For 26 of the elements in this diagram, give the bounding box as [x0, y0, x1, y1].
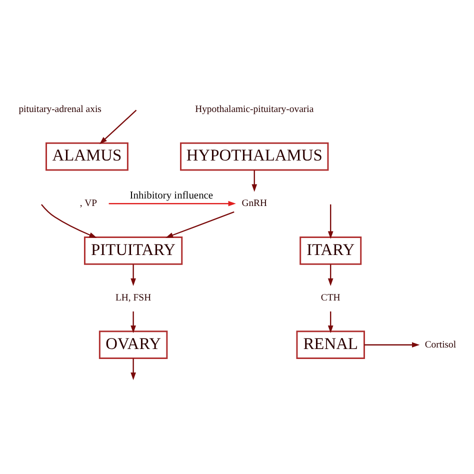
arrow	[130, 358, 136, 380]
node-text: LH, FSH	[116, 292, 152, 303]
edge-label: Inhibitory influence	[130, 190, 214, 202]
node-text: Cortisol	[424, 338, 456, 350]
arrow	[328, 204, 334, 238]
arrow	[328, 310, 334, 333]
arrow	[108, 200, 236, 206]
arrow	[252, 170, 258, 192]
arrow	[165, 210, 234, 238]
node-box: RENAL	[296, 330, 365, 359]
label: Hypothalamic-pituitary-ovaria	[195, 103, 314, 114]
node-text: GnRH	[242, 198, 268, 209]
node-box: ITARY	[300, 236, 362, 264]
node-box: ALAMUS	[46, 142, 128, 170]
node-box: OVARY	[98, 330, 168, 359]
arrow	[41, 204, 97, 238]
arrow	[100, 109, 137, 144]
node-text: , VP	[80, 198, 98, 209]
node-box: PITUITARY	[84, 236, 183, 264]
arrow	[328, 264, 334, 286]
arrow	[130, 264, 136, 286]
arrow	[130, 310, 136, 333]
label: pituitary-adrenal axis	[18, 103, 102, 114]
node-box: HYPOTHALAMUS	[180, 142, 329, 170]
node-text: CTH	[320, 292, 340, 303]
arrow	[364, 342, 420, 348]
